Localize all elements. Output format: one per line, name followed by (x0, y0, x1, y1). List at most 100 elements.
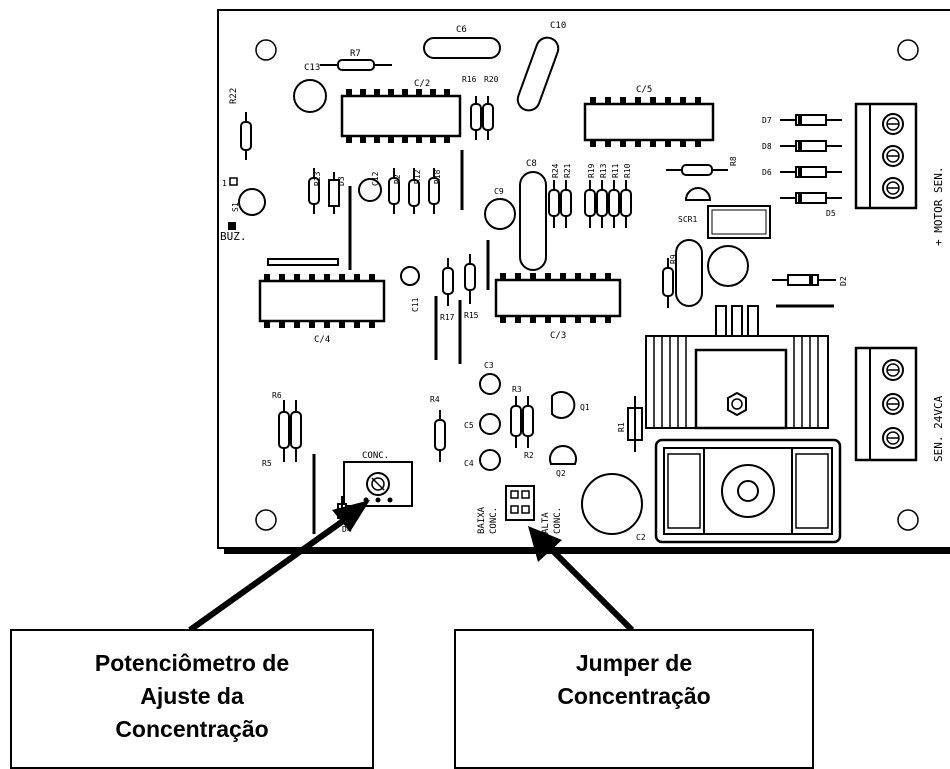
capacitor-c2-large (581, 473, 643, 535)
rectifier-bridge (654, 438, 842, 544)
label-s1: S1 (231, 202, 240, 212)
label-d6: D6 (762, 168, 772, 177)
label-c11: C11 (411, 297, 420, 312)
label-r16: R16 (462, 75, 477, 84)
capacitor-c13 (293, 79, 327, 113)
resistor-r19 (584, 189, 596, 217)
label-c3: C/3 (550, 331, 566, 341)
label-r2: R2 (393, 174, 402, 184)
diode-d3 (328, 179, 340, 207)
label-c4: C/4 (314, 335, 330, 345)
label-d5: D5 (826, 209, 836, 218)
label-q1: Q1 (580, 403, 590, 412)
capacitor-c4-small (479, 449, 501, 471)
resistor-r10 (620, 189, 632, 217)
label-r9: R9 (669, 254, 678, 264)
resistor-r15 (464, 263, 476, 291)
resistor-r17 (442, 267, 454, 295)
label-c9: C9 (494, 187, 504, 196)
capacitor-c6 (423, 37, 501, 59)
label-r22: R22 (229, 88, 239, 104)
callout-jumper: Jumper de Concentração (454, 629, 814, 769)
capacitor-c12 (358, 178, 382, 202)
label-r24: R24 (551, 163, 560, 178)
label-c5: C/5 (636, 85, 652, 95)
capacitor-c10 (516, 36, 560, 112)
label-r6: R6 (272, 391, 282, 400)
label-baixa: BAIXA (477, 506, 487, 534)
label-d7: D7 (762, 116, 772, 125)
mounting-hole (897, 509, 919, 531)
label-r23: R23 (313, 171, 322, 186)
label-d3: D3 (337, 176, 346, 186)
mounting-hole (255, 509, 277, 531)
capacitor-c9 (484, 198, 516, 230)
ic-c3 (494, 273, 622, 323)
diode-d8 (780, 140, 842, 152)
diode-d6 (780, 166, 842, 178)
label-r12: R12 (413, 169, 422, 184)
resistor-r2 (388, 177, 400, 205)
resistor-r12 (408, 179, 420, 207)
resistor-r3 (510, 405, 522, 437)
callout-potentiometer-line1: Potenciômetro de (94, 650, 290, 676)
heatsink-regulator (645, 305, 829, 430)
label-motor-sen: + MOTOR SEN. (932, 167, 945, 246)
ic-c4 (258, 274, 386, 328)
resistor-r6 (278, 411, 290, 449)
resistor-r5 (290, 411, 302, 449)
callout-jumper-line1: Jumper de (575, 650, 693, 676)
capacitor-c5-small (479, 413, 501, 435)
label-r13: R13 (599, 163, 608, 178)
label-conc-b: CONC. (489, 507, 499, 534)
resistor-r9 (662, 267, 674, 297)
label-r4: R4 (430, 395, 440, 404)
potentiometer-conc (343, 461, 413, 507)
label-c2b: C2 (636, 533, 646, 542)
resistor-r16 (470, 103, 482, 131)
resistor-r13 (596, 189, 608, 217)
resistor-r20 (482, 103, 494, 131)
label-r21: R21 (563, 163, 572, 178)
resistor-r11 (608, 189, 620, 217)
transistor-q1 (551, 391, 576, 419)
capacitor-round (707, 245, 749, 287)
buzzer-s1 (238, 188, 266, 216)
label-r2b: R2 (524, 451, 534, 460)
label-r19: R19 (587, 163, 596, 178)
relay-box (707, 205, 771, 239)
label-cap3: C3 (484, 361, 494, 370)
label-cap4: C4 (464, 459, 474, 468)
label-scr1: SCR1 (678, 215, 697, 224)
label-r7: R7 (350, 49, 361, 59)
capacitor-oval (675, 239, 703, 307)
label-c13: C13 (304, 63, 320, 73)
resistor-r24 (548, 189, 560, 217)
arrow-to-potentiometer (188, 500, 370, 633)
resistor-r4 (434, 419, 446, 451)
svg-text:1: 1 (222, 179, 227, 188)
label-r17: R17 (440, 313, 455, 322)
label-sen-24vca: SEN. 24VCA (932, 395, 945, 462)
resistor-r7 (337, 59, 375, 71)
label-conc: CONC. (362, 451, 389, 461)
capacitor-c3-small (479, 373, 501, 395)
label-c2: C/2 (414, 79, 430, 89)
mounting-hole (255, 39, 277, 61)
callout-potentiometer-line3: Concentração (115, 716, 269, 742)
resistor-r8 (681, 164, 713, 176)
label-cap5: C5 (464, 421, 474, 430)
label-d8: D8 (762, 142, 772, 151)
capacitor-c11 (400, 266, 420, 286)
label-r10: R10 (623, 163, 632, 178)
diode-d2 (772, 274, 836, 286)
callout-potentiometer-line2: Ajuste da (140, 683, 244, 709)
label-c8: C8 (526, 159, 537, 169)
terminal-block-24vca (854, 346, 918, 462)
label-r1: R1 (617, 422, 626, 432)
label-c12: C12 (371, 171, 380, 186)
arrow-to-jumper (528, 526, 635, 633)
callout-potentiometer: Potenciômetro de Ajuste da Concentração (10, 629, 374, 769)
ic-c2 (340, 89, 462, 143)
